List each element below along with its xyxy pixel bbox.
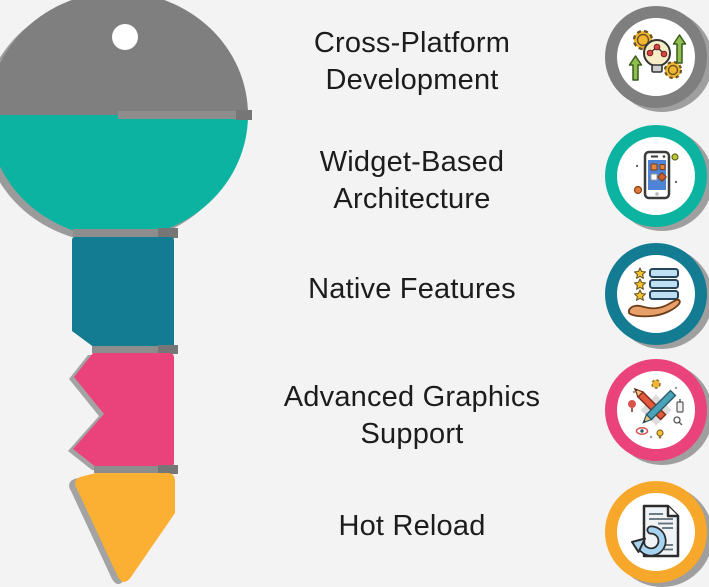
key-seam-tab — [236, 110, 252, 120]
bulb-gears-arrows-icon — [628, 29, 687, 81]
crossed-pencils-doodles-icon — [628, 379, 684, 439]
key-seam-tab — [158, 345, 178, 354]
key-head-teal-half — [0, 115, 248, 238]
feature-label-hot-reload: Hot Reload — [338, 510, 486, 542]
advanced-graphics-support-icon — [605, 359, 707, 461]
feature-label-cross-platform: Cross-Platform Development — [313, 27, 511, 96]
hot-reload-icon — [605, 481, 707, 583]
key-seam — [92, 346, 178, 353]
hand-feature-list-icon — [628, 267, 681, 318]
native-features-icon — [605, 243, 707, 345]
key-head-gray-half — [0, 0, 248, 115]
cross-platform-development-icon — [605, 6, 707, 108]
widget-based-architecture-icon — [605, 125, 707, 227]
key-seam — [73, 229, 178, 237]
key-graphic — [0, 0, 252, 584]
feature-label-widget-architecture: Widget-Based Architecture — [319, 146, 505, 215]
key-teeth-segment — [73, 353, 174, 468]
key-tip-segment — [75, 473, 175, 582]
feature-label-advanced-graphics: Advanced Graphics Support — [283, 381, 541, 450]
feature-label-native-features: Native Features — [308, 273, 516, 305]
key-seam-tab — [158, 228, 178, 238]
key-hole — [112, 24, 138, 50]
document-refresh-icon — [631, 504, 680, 558]
key-shaft-segment — [72, 237, 174, 348]
key-seam — [94, 466, 178, 473]
smartphone-widgets-icon — [633, 150, 679, 200]
key-seam-tab — [158, 465, 178, 474]
key-seam — [118, 111, 252, 119]
